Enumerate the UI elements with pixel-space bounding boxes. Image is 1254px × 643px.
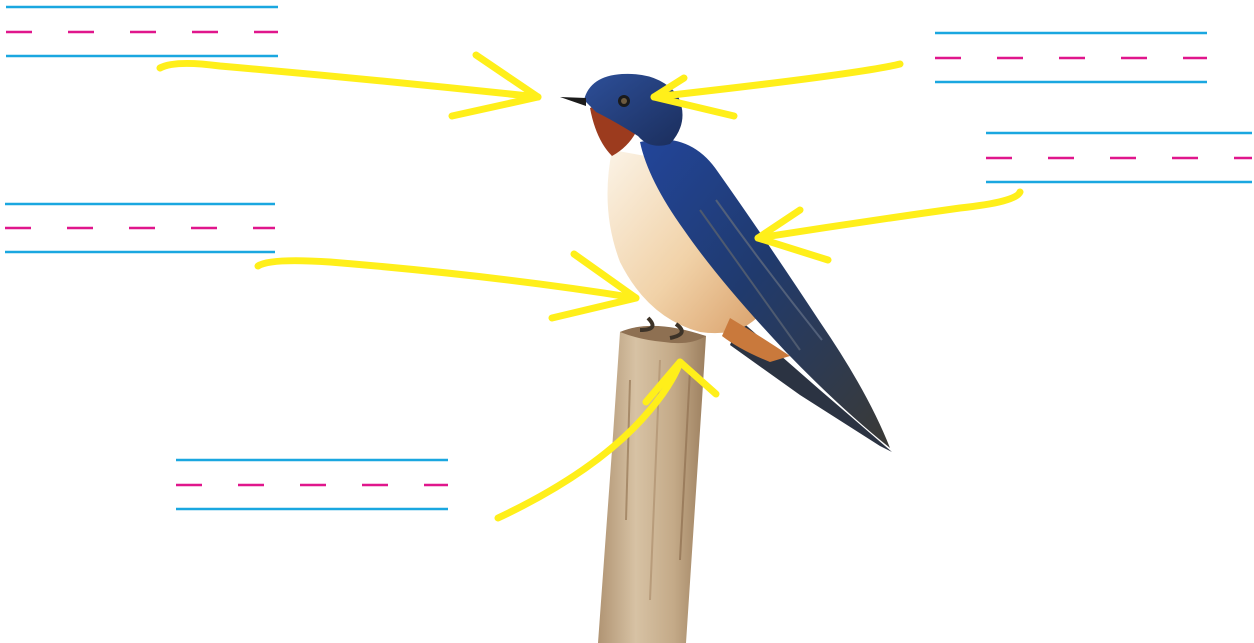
arrow-to-breast xyxy=(254,250,640,322)
label-slot-eye[interactable] xyxy=(935,31,1207,84)
label-slot-feet[interactable] xyxy=(176,458,448,511)
label-slot-wing[interactable] xyxy=(986,131,1252,184)
label-slot-beak[interactable] xyxy=(6,5,278,58)
arrow-to-wing xyxy=(754,188,1024,264)
bird-illustration xyxy=(560,73,892,452)
label-slot-breast[interactable] xyxy=(5,202,275,254)
arrow-to-feet xyxy=(494,358,720,522)
arrow-to-eye xyxy=(650,60,904,120)
arrow-to-beak xyxy=(156,51,542,120)
